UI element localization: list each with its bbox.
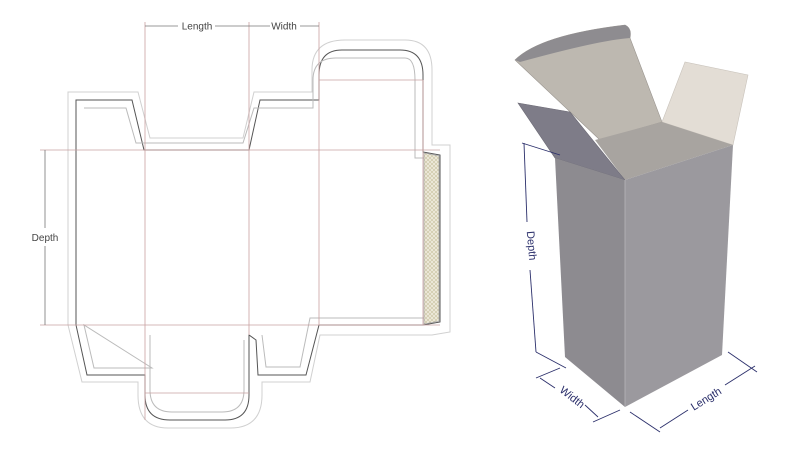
- length-label: Length: [182, 22, 213, 33]
- box-3d: Depth Width Length: [514, 24, 758, 433]
- dimension-length: Length: [145, 22, 249, 33]
- width-label: Width: [271, 22, 297, 33]
- box-dimension-length: [629, 351, 758, 433]
- cut-line: [75, 49, 441, 421]
- box-left-face: [555, 158, 625, 407]
- box-length-label: Length: [689, 385, 724, 413]
- box-right-face: [625, 145, 733, 407]
- glue-flap: [423, 152, 440, 325]
- box-depth-label: Depth: [524, 231, 539, 261]
- safe-line: [83, 57, 429, 413]
- depth-label: Depth: [32, 233, 59, 244]
- dimension-depth: Depth: [32, 150, 59, 325]
- box-dimension-width: [535, 367, 621, 423]
- fold-lines: [40, 22, 440, 420]
- box-interior: [595, 122, 733, 180]
- box-width-label: Width: [557, 384, 587, 411]
- dieline: Length Width Depth: [32, 22, 451, 429]
- dimension-width: Width: [249, 22, 319, 33]
- box-dimension-depth: [521, 142, 567, 369]
- bleed-outline: [67, 39, 451, 429]
